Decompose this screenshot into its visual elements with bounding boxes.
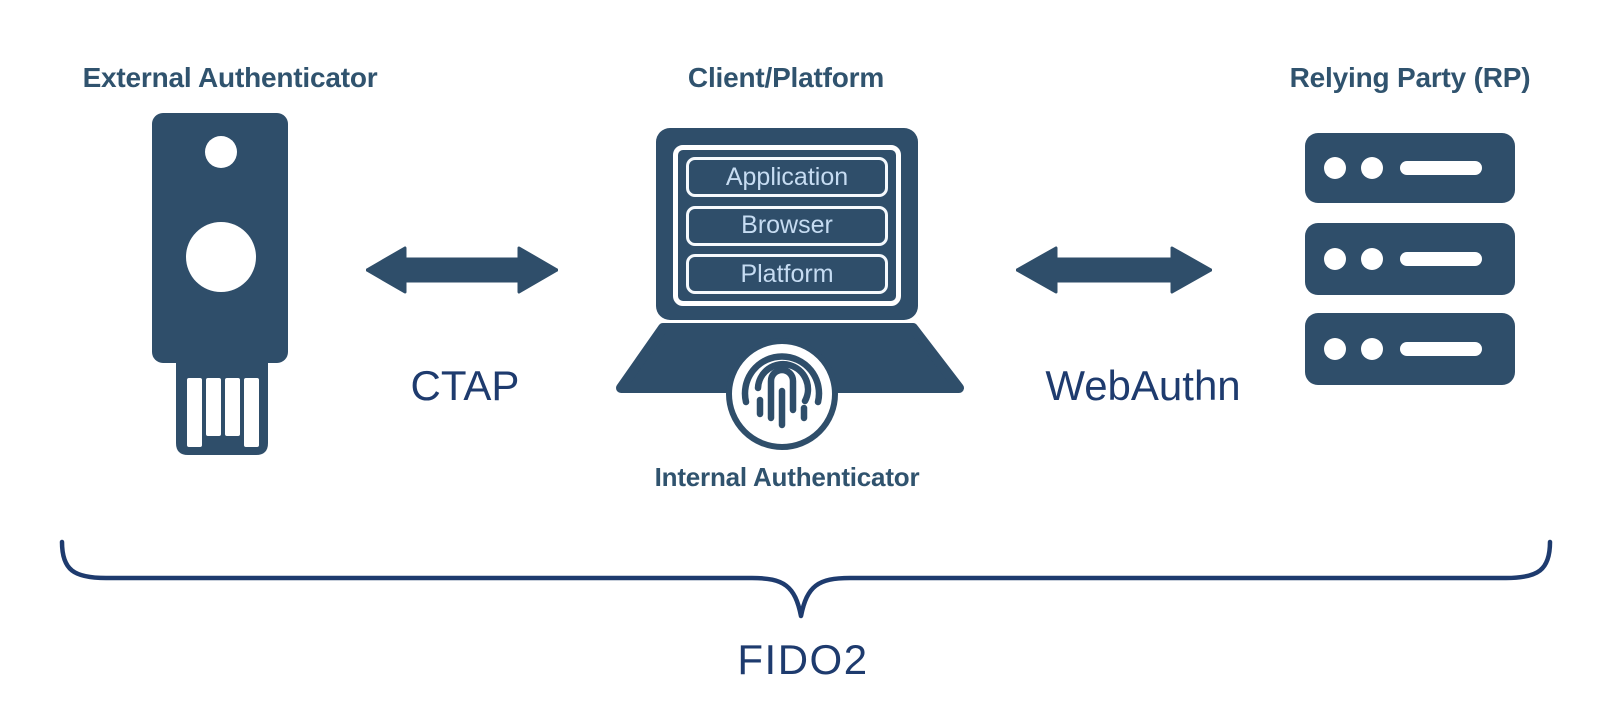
external-authenticator-label: External Authenticator: [82, 62, 378, 93]
stack-item-browser: Browser: [686, 205, 888, 246]
laptop-screen: Application Browser Platform: [673, 145, 901, 306]
laptop-icon: Application Browser Platform: [656, 128, 918, 320]
fingerprint-icon: [726, 338, 838, 450]
relying-party-label: Relying Party (RP): [1289, 62, 1531, 93]
webauthn-arrow-icon: [1016, 246, 1212, 294]
fido2-brace: [59, 539, 1553, 619]
client-platform-label: Client/Platform: [687, 62, 885, 93]
stack-item-platform: Platform: [686, 254, 888, 294]
fido2-title: FIDO2: [737, 636, 869, 683]
server-stack-icon: [1305, 133, 1515, 385]
security-key-icon: [152, 113, 288, 455]
ctap-arrow-icon: [366, 246, 558, 294]
ctap-label: CTAP: [410, 362, 520, 409]
webauthn-label: WebAuthn: [1045, 362, 1241, 409]
stack-item-application: Application: [686, 157, 888, 197]
internal-authenticator-label: Internal Authenticator: [654, 462, 920, 492]
